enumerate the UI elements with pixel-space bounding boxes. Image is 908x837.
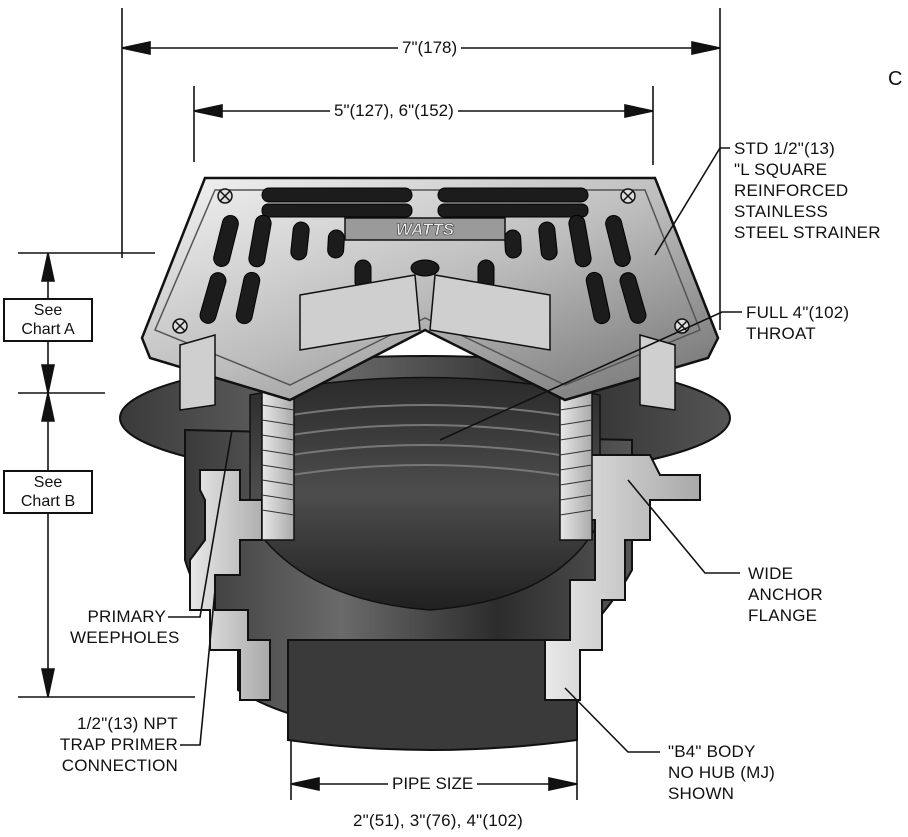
chart-a-line2: Chart A	[21, 321, 75, 338]
chart-a-box: See Chart A	[3, 298, 93, 342]
overall-width-dimension: 7"(178)	[398, 38, 462, 58]
outlet-hub	[287, 639, 578, 751]
chart-b-box: See Chart B	[3, 470, 93, 514]
screw-icons	[172, 188, 690, 334]
chart-a-line1: See	[33, 302, 63, 319]
top-width-dimension: 5"(127), 6"(152)	[330, 101, 458, 121]
strainer-callout-line: STAINLESS	[734, 202, 829, 221]
flange-callout: WIDE ANCHOR FLANGE	[748, 563, 823, 626]
strainer-callout-line: REINFORCED	[734, 181, 849, 200]
weepholes-callout-line: PRIMARY	[87, 607, 166, 626]
throat-callout: FULL 4"(102) THROAT	[746, 302, 849, 344]
strainer-inner-rim	[154, 189, 701, 386]
body-callout-line: "B4" BODY	[668, 742, 756, 761]
throat-callout-line: FULL 4"(102)	[746, 303, 850, 322]
chart-b-line2: Chart B	[20, 493, 76, 510]
trap-primer-callout-line: TRAP PRIMER	[59, 735, 178, 754]
threaded-collar-right	[559, 389, 593, 541]
weepholes-callout: PRIMARY WEEPHOLES	[70, 606, 180, 648]
strainer-callout-line: STEEL STRAINER	[734, 223, 881, 242]
strainer-callout-line: "L SQUARE	[734, 160, 828, 179]
cropped-edge-text: C	[888, 68, 903, 90]
reinforcing-ribs	[179, 274, 676, 411]
strainer-slots	[199, 187, 647, 325]
strainer-callout: STD 1/2"(13) "L SQUARE REINFORCED STAINL…	[734, 138, 881, 243]
throat-rings	[261, 404, 591, 481]
body-callout: "B4" BODY NO HUB (MJ) SHOWN	[668, 741, 775, 804]
throat-callout-line: THROAT	[746, 324, 816, 343]
trap-primer-callout: 1/2"(13) NPT TRAP PRIMER CONNECTION	[26, 713, 178, 776]
thread-marks	[261, 404, 593, 516]
flange-callout-line: FLANGE	[748, 606, 818, 625]
flange-callout-line: WIDE	[748, 564, 794, 583]
trap-primer-callout-line: CONNECTION	[61, 756, 178, 775]
chart-b-line1: See	[33, 474, 63, 491]
trap-primer-callout-line: 1/2"(13) NPT	[76, 714, 178, 733]
brand-text: WATTS	[396, 220, 455, 239]
body-callout-line: SHOWN	[668, 784, 735, 803]
right-section-cut	[544, 454, 701, 701]
pipe-size-label: PIPE SIZE	[388, 774, 478, 794]
strainer-callout-line: STD 1/2"(13)	[734, 139, 836, 158]
pipe-sizes-dimension: 2"(51), 3"(76), 4"(102)	[352, 811, 524, 830]
throat	[249, 376, 601, 611]
brand-plate	[344, 217, 506, 241]
weepholes-callout-line: WEEPHOLES	[70, 628, 180, 647]
flange-callout-line: ANCHOR	[748, 585, 823, 604]
leader-lines	[168, 147, 742, 753]
threaded-collar-left	[261, 389, 295, 541]
dimension-lines	[41, 41, 721, 791]
body-callout-line: NO HUB (MJ)	[668, 763, 776, 782]
